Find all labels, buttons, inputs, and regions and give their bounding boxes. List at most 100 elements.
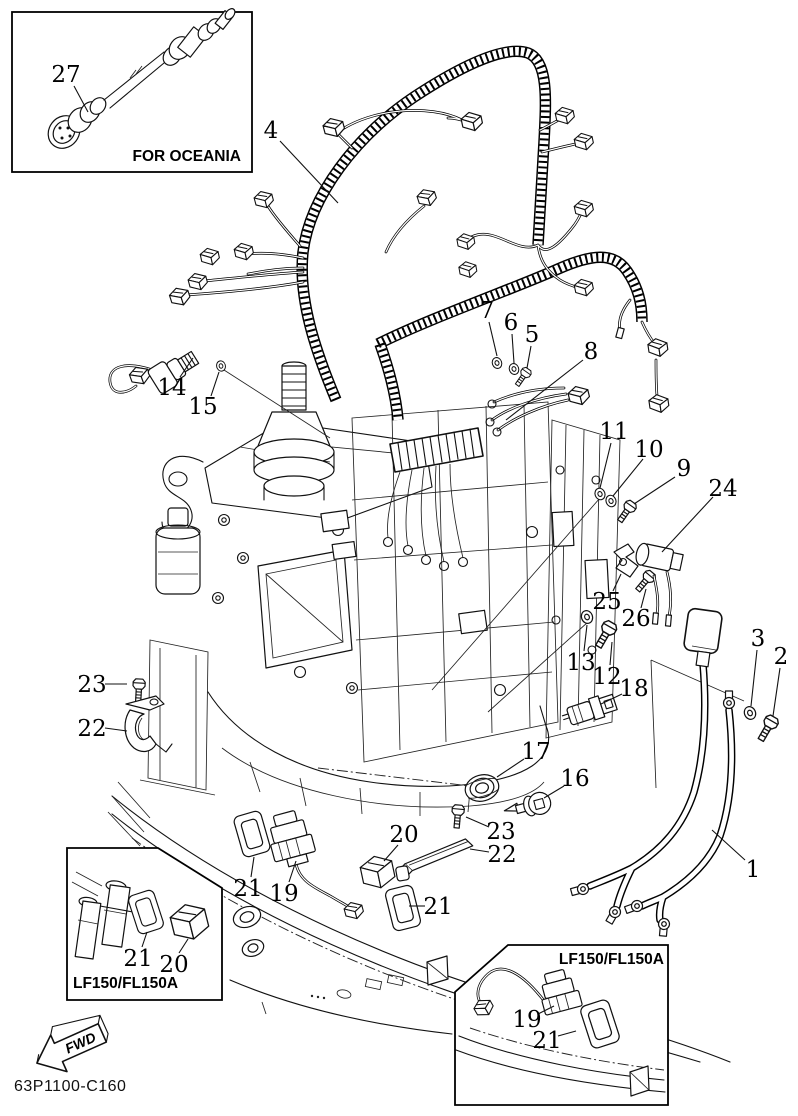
connector-icon [167,284,193,309]
callout-leader-6 [511,333,515,364]
grommet-part-17 [464,774,500,802]
cowling-posts [74,880,131,960]
connector-icon [572,197,596,220]
callout-leader-1 [711,829,746,861]
callout-15: 15 [188,394,217,420]
engine-block-art [139,361,745,816]
callout-leader-14 [179,357,194,378]
ring-terminal-icon [569,881,591,899]
callout-24: 24 [708,476,737,502]
relay-part-20 [358,852,398,892]
connector-icon [198,245,222,268]
fwd-arrow-icon: FWD [36,1014,109,1073]
battery-cable-art [569,607,736,938]
spark-plug-lead-part-27 [47,8,236,149]
callout-leader-15 [210,371,220,397]
sensor-part-16 [503,791,552,817]
callout-22: 22 [487,842,516,868]
sensor-part-19-inset [541,969,583,1016]
callout-20: 20 [389,822,418,848]
washer-part-11 [592,486,608,502]
callout-leader-7 [488,321,498,357]
connector-icon [566,383,592,408]
callout-6: 6 [504,310,519,336]
washer-part-7 [490,355,504,371]
callout-5: 5 [525,322,540,348]
bracket-part-25 [613,543,639,578]
callout-9: 9 [677,456,692,482]
model-label-bottom-right: LF150/FL150A [559,951,664,968]
callout-leader-27 [73,85,89,113]
callout-18: 18 [619,676,648,702]
callout-13: 13 [566,650,595,676]
ring-terminal-icon [722,690,736,710]
connector-icon [647,392,671,415]
callout-23: 23 [77,672,106,698]
callout-leader-3 [750,649,758,707]
battery-terminal-boot [683,607,723,668]
callout-1: 1 [746,857,761,883]
callout-17: 17 [521,739,550,765]
washer-part-10 [603,493,619,509]
callout-leader-21 [141,931,148,948]
callout-leader-2 [772,667,781,717]
callout-leader-22 [469,848,490,853]
callout-leader-8 [505,359,584,421]
callout-4: 4 [264,118,279,144]
connector-icon [572,130,596,153]
bolt-part-2 [754,712,781,745]
callout-leader-26 [640,588,647,609]
callout-21: 21 [233,876,262,902]
callout-leader-16 [543,785,565,799]
connector-icon [457,259,479,280]
bracket-part-22b [395,838,474,882]
callout-leader-11 [599,442,612,489]
wiring-harness-art [108,45,671,911]
ring-terminal-icon [623,898,645,916]
callout-27: 27 [51,62,80,88]
callout-leader-18 [600,693,623,705]
clamp-part-22 [124,695,173,753]
callout-25: 25 [592,589,621,615]
callout-leader-12 [609,641,613,666]
callout-leader-25 [612,573,622,592]
connector-icon [459,109,485,134]
sensor-part-14 [147,350,200,394]
sensor-part-19 [270,810,316,868]
callout-14: 14 [157,375,186,401]
bottom-right-inset: LF150/FL150A [454,944,669,1106]
sensor-part-18 [561,693,618,726]
callout-22: 22 [77,716,106,742]
callout-7: 7 [480,298,495,324]
figure-code: 63P1100-C160 [14,1078,126,1095]
connector-icon [415,186,439,210]
callout-leader-21 [250,856,255,878]
washer-part-3 [741,704,759,722]
callout-26: 26 [621,606,650,632]
callout-leader-19 [288,860,297,883]
connector-icon [646,336,670,359]
connector-icon [232,240,256,263]
callout-leader-20 [178,938,189,954]
callout-23: 23 [486,819,515,845]
callout-16: 16 [560,766,589,792]
hardware-parts-art [124,350,781,933]
connector-icon [321,115,347,140]
ring-terminal-icon [656,917,671,938]
callout-leader-21 [557,1030,577,1037]
connector-icon [186,270,210,293]
callout-3: 3 [751,626,766,652]
callout-2: 2 [774,644,789,670]
callout-21: 21 [423,894,452,920]
seal-part-21b [383,883,423,933]
callout-19: 19 [512,1007,541,1033]
callout-11: 11 [599,419,628,445]
callout-leader-22 [104,727,128,732]
connector-icon [553,104,577,127]
bolt-part-23b [450,803,466,830]
washer-part-6 [507,361,521,377]
connector-icon [572,276,596,299]
